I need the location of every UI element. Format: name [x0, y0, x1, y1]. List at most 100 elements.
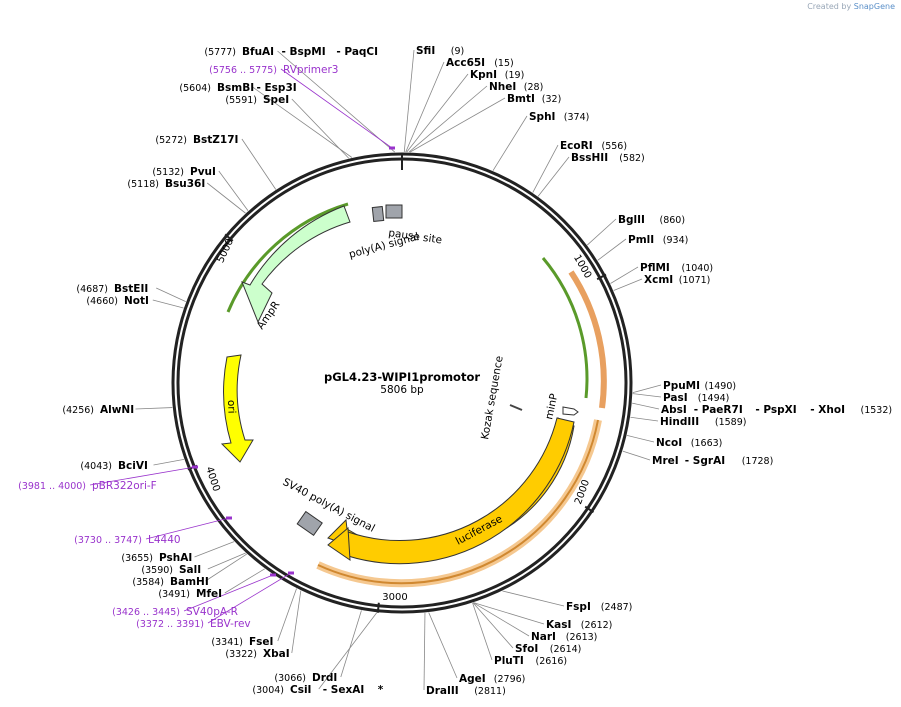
primer-rvprimer3[interactable]: (5756 .. 5775)RVprimer3 — [209, 64, 338, 76]
enzyme-site-nhei[interactable]: (28)NheI — [489, 81, 543, 93]
enzyme-site-pvui[interactable]: (5132)PvuI — [152, 166, 216, 178]
enzyme-position: (582) — [619, 153, 645, 164]
enzyme-isoschizomer: - PaqCI — [336, 46, 378, 58]
enzyme-leader-nhei — [408, 85, 488, 153]
primer-ebv-rev[interactable]: (3372 .. 3391)EBV-rev — [136, 618, 251, 630]
enzyme-position: (5118) — [127, 179, 159, 190]
enzyme-site-sphi[interactable]: (374)SphI — [529, 111, 589, 123]
enzyme-site-xcmi[interactable]: (1071)XcmI — [644, 274, 710, 286]
enzyme-site-sfii[interactable]: (9)SfiI — [416, 45, 464, 57]
enzyme-leader-bfuai — [277, 50, 396, 153]
enzyme-name: BstZ17I — [193, 134, 238, 146]
enzyme-site-mfei[interactable]: (3491)MfeI — [158, 588, 222, 600]
enzyme-site-pflmi[interactable]: (1040) PflMI — [640, 262, 713, 274]
enzyme-site-mrei[interactable]: (1728)MreI- SgrAI — [652, 455, 773, 467]
enzyme-name: PflMI — [640, 262, 670, 274]
enzyme-name: DraIII — [426, 685, 459, 697]
enzyme-site-absi[interactable]: (1532)AbsI- PaeR7I- PspXI- XhoI — [661, 404, 892, 416]
enzyme-site-bcivi[interactable]: (4043)BciVI — [80, 460, 147, 472]
enzyme-position: (1663) — [691, 438, 723, 449]
enzyme-leader-bamhi — [205, 553, 247, 582]
minp-label: minP — [543, 393, 560, 421]
enzyme-position: (3066) — [274, 673, 306, 684]
enzyme-leader-csii — [318, 612, 378, 690]
enzyme-leader-mfei — [224, 568, 265, 594]
enzyme-site-pluti[interactable]: (2616)PluTI — [494, 655, 567, 667]
enzyme-leader-pvui — [218, 170, 249, 212]
enzyme-position: (4043) — [80, 461, 112, 472]
primer-l4440[interactable]: (3730 .. 3747)L4440 — [74, 534, 180, 546]
enzyme-site-spei[interactable]: (5591)SpeI — [225, 94, 289, 106]
enzyme-site-kpni[interactable]: (19)KpnI — [470, 69, 524, 81]
enzyme-site-pshai[interactable]: (3655)PshAI — [121, 552, 192, 564]
enzyme-name: EcoRI — [560, 140, 593, 152]
enzyme-name: MfeI — [196, 588, 222, 600]
enzyme-site-drdi[interactable]: (3066) DrdI — [274, 672, 337, 684]
enzyme-name: KpnI — [470, 69, 497, 81]
enzyme-site-nari[interactable]: (2613)NarI — [531, 631, 597, 643]
enzyme-site-fspi[interactable]: (2487)FspI — [566, 601, 632, 613]
enzyme-site-alwni[interactable]: (4256)AlwNI — [62, 404, 134, 416]
enzyme-leader-agei — [428, 612, 458, 679]
enzyme-site-hindiii[interactable]: (1589)HindIII — [660, 416, 746, 428]
luciferase-orange-arc-bottom-core — [317, 419, 599, 585]
tick-label-3000: 3000 — [382, 592, 407, 603]
enzyme-site-bmti[interactable]: (32)BmtI — [507, 93, 561, 105]
enzyme-leader-mrei — [622, 450, 651, 461]
enzyme-site-bfuai[interactable]: (5777)BfuAI- BspMI- PaqCI — [204, 46, 378, 58]
enzyme-leader-hindiii — [630, 416, 659, 422]
enzyme-site-csii[interactable]: (3004)CsiI- SexAI* — [252, 684, 383, 696]
enzyme-position: (3655) — [121, 553, 153, 564]
enzyme-isoschizomer: - Esp3I — [257, 82, 297, 94]
enzyme-leader-bsteii — [156, 287, 186, 303]
enzyme-leader-bsu36i — [206, 182, 246, 214]
enzyme-site-ppumi[interactable]: (1490)PpuMI — [663, 380, 736, 392]
enzyme-leader-bcivi — [153, 459, 185, 466]
primer-leader-pbr322ori-f — [89, 466, 196, 486]
enzyme-site-bsmbi[interactable]: (5604)BsmBI- Esp3I — [179, 82, 296, 94]
enzyme-isoschizomer: - BspMI — [282, 46, 326, 58]
enzyme-site-bglii[interactable]: (860)BglII — [618, 214, 685, 226]
enzyme-site-agei[interactable]: (2796)AgeI — [459, 673, 525, 685]
enzyme-site-draiii[interactable]: (2811)DraIII — [426, 685, 506, 697]
enzyme-leader-bglii — [586, 218, 617, 246]
plasmid-size: 5806 bp — [380, 384, 424, 396]
enzyme-site-xbai[interactable]: (3322)XbaI — [225, 648, 289, 660]
enzyme-position: (1494) — [698, 393, 730, 404]
enzyme-site-fsei[interactable]: (3341)FseI — [211, 636, 273, 648]
enzyme-site-bamhi[interactable]: (3584)BamHI — [132, 576, 208, 588]
enzyme-position: (5272) — [155, 135, 187, 146]
enzyme-leader-acc65i — [405, 61, 445, 153]
enzyme-site-kasi[interactable]: (2612)KasI — [546, 619, 612, 631]
enzyme-position: (32) — [542, 94, 562, 105]
enzyme-position: (1589) — [715, 417, 747, 428]
primer-sv40pa-r[interactable]: (3426 .. 3445)SV40pA-R — [112, 606, 238, 618]
enzyme-site-sali[interactable]: (3590)SalI — [141, 564, 201, 576]
enzyme-name: AbsI — [661, 404, 687, 416]
enzyme-name: SpeI — [263, 94, 289, 106]
enzyme-name: SfoI — [515, 643, 538, 655]
enzyme-site-noti[interactable]: (4660)NotI — [86, 295, 149, 307]
enzyme-name: PluTI — [494, 655, 524, 667]
enzyme-name: PasI — [663, 392, 688, 404]
enzyme-name: Bsu36I — [165, 178, 205, 190]
primer-name: L4440 — [148, 534, 181, 546]
enzyme-site-sfoi[interactable]: (2614)SfoI — [515, 643, 581, 655]
enzyme-site-ecori[interactable]: (556)EcoRI — [560, 140, 627, 152]
enzyme-site-pmli[interactable]: (934)PmlI — [628, 234, 688, 246]
leader-layer — [89, 49, 662, 691]
enzyme-site-bsshii[interactable]: (582)BssHII — [571, 152, 645, 164]
enzyme-site-bstz17i[interactable]: (5272) BstZ17I — [155, 134, 238, 146]
enzyme-leader-pshai — [194, 541, 235, 558]
enzyme-name: DrdI — [312, 672, 337, 684]
watermark-brand: SnapGene — [853, 2, 895, 11]
enzyme-position: (1040) — [682, 263, 714, 274]
enzyme-site-acc65i[interactable]: (15)Acc65I — [446, 57, 514, 69]
enzyme-name: NcoI — [656, 437, 682, 449]
enzyme-site-ncoi[interactable]: (1663) NcoI — [656, 437, 722, 449]
enzyme-site-pasi[interactable]: (1494) PasI — [663, 392, 729, 404]
enzyme-site-bsu36i[interactable]: (5118) Bsu36I — [127, 178, 205, 190]
enzyme-leader-pmli — [597, 238, 627, 261]
primer-pbr322ori-f[interactable]: (3981 .. 4000)pBR322ori-F — [18, 480, 157, 492]
enzyme-site-bsteii[interactable]: (4687)BstEII — [76, 283, 148, 295]
